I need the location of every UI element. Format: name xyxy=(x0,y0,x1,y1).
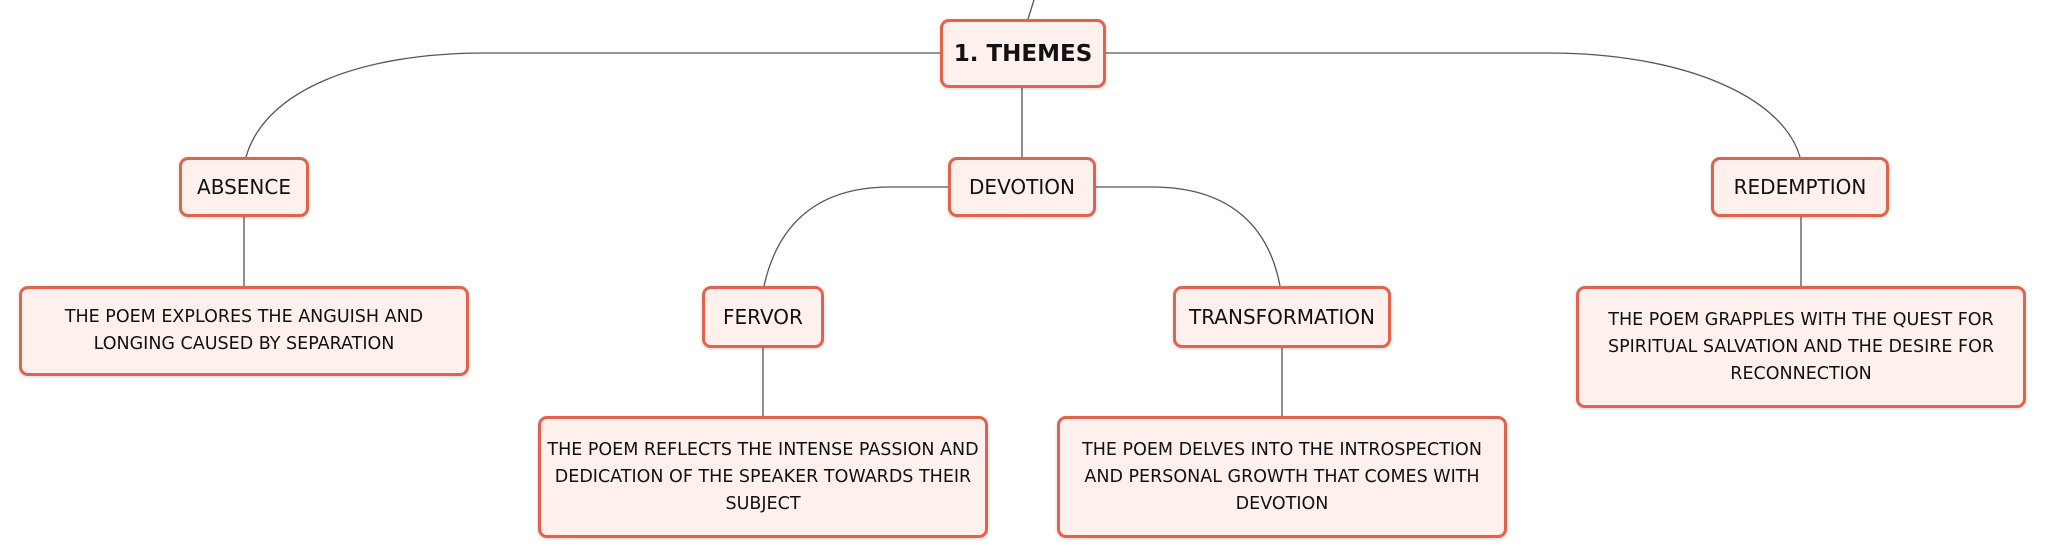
root-node-label: 1. THEMES xyxy=(953,40,1093,67)
subtheme-node-fervor[interactable]: FERVOR xyxy=(702,286,824,348)
description-node-absence[interactable]: THE POEM EXPLORES THE ANGUISH AND LONGIN… xyxy=(19,286,469,376)
description-node-fervor[interactable]: THE POEM REFLECTS THE INTENSE PASSION AN… xyxy=(538,416,988,538)
theme-node-devotion[interactable]: DEVOTION xyxy=(948,157,1096,217)
connector-devotion-transformation xyxy=(1096,186,1281,287)
connector-root-redemption xyxy=(1106,52,1801,158)
theme-node-redemption[interactable]: REDEMPTION xyxy=(1711,157,1889,217)
theme-node-absence[interactable]: ABSENCE xyxy=(179,157,309,217)
connector-root-parent xyxy=(1027,0,1035,20)
theme-node-label: ABSENCE xyxy=(197,175,291,199)
description-node-transformation[interactable]: THE POEM DELVES INTO THE INTROSPECTION A… xyxy=(1057,416,1507,538)
description-node-redemption[interactable]: THE POEM GRAPPLES WITH THE QUEST FOR SPI… xyxy=(1576,286,2026,408)
theme-node-label: REDEMPTION xyxy=(1733,175,1867,199)
root-node-themes[interactable]: 1. THEMES xyxy=(940,19,1106,88)
subtheme-node-label: FERVOR xyxy=(723,305,803,329)
description-text: THE POEM DELVES INTO THE INTROSPECTION A… xyxy=(1082,439,1482,514)
connector-devotion-fervor xyxy=(763,186,948,287)
description-text: THE POEM GRAPPLES WITH THE QUEST FOR SPI… xyxy=(1607,309,1995,384)
theme-node-label: DEVOTION xyxy=(969,175,1075,199)
subtheme-node-label: TRANSFORMATION xyxy=(1189,305,1375,329)
connector-root-absence xyxy=(245,52,940,158)
description-text: THE POEM EXPLORES THE ANGUISH AND LONGIN… xyxy=(64,307,424,354)
description-text: THE POEM REFLECTS THE INTENSE PASSION AN… xyxy=(547,439,979,514)
subtheme-node-transformation[interactable]: TRANSFORMATION xyxy=(1173,286,1391,348)
